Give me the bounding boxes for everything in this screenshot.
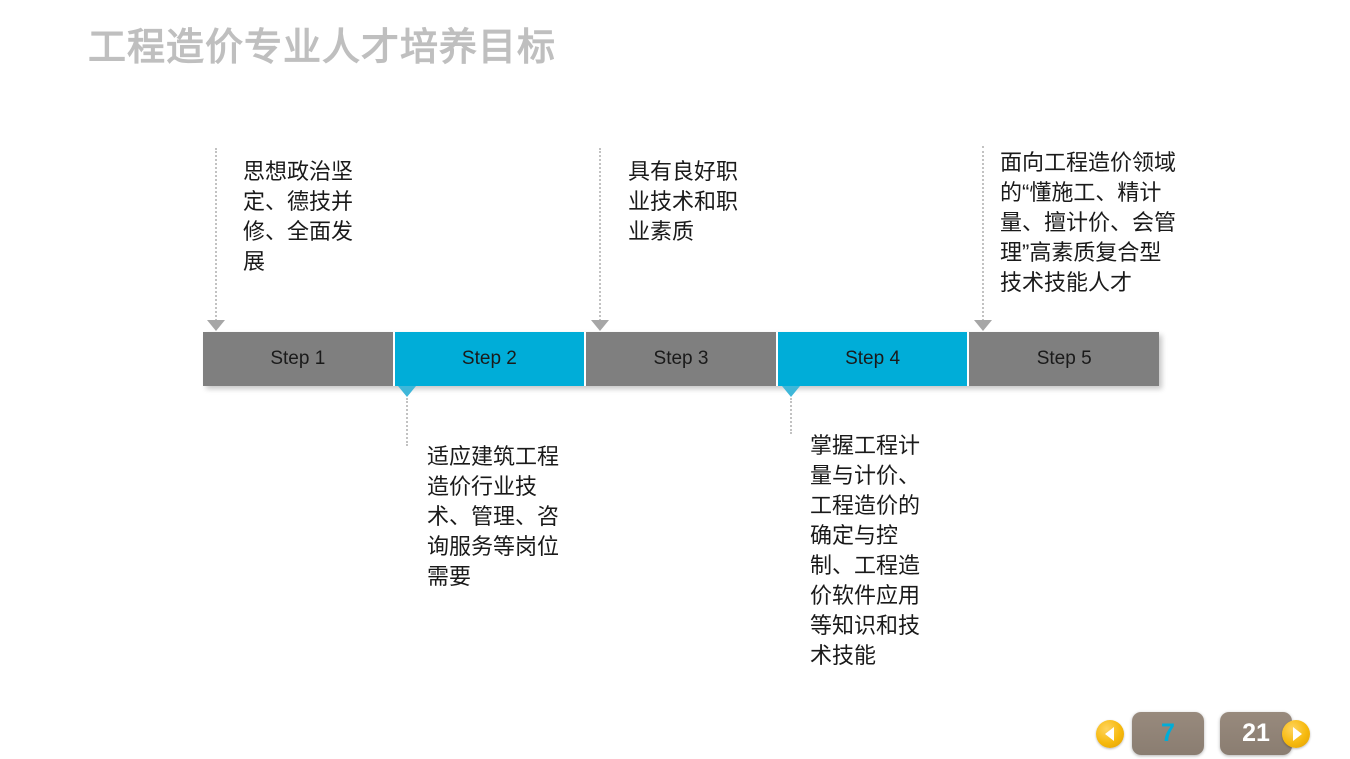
chevron-left-icon bbox=[1104, 727, 1114, 741]
connector-arrow-step-3 bbox=[591, 320, 609, 331]
next-page-button[interactable] bbox=[1282, 720, 1310, 748]
step-block-2[interactable]: Step 2 bbox=[394, 332, 587, 386]
step-block-5[interactable]: Step 5 bbox=[969, 332, 1159, 386]
connector-line-step-1 bbox=[215, 148, 217, 325]
connector-line-step-3 bbox=[599, 148, 601, 325]
connector-arrow-step-5 bbox=[974, 320, 992, 331]
step-bar: Step 1 Step 2 Step 3 Step 4 Step 5 bbox=[203, 332, 1159, 386]
callout-step-2-text: 适应建筑工程造价行业技术、管理、咨询服务等岗位需要 bbox=[427, 444, 560, 589]
connector-line-step-2 bbox=[406, 398, 408, 446]
previous-page-button[interactable] bbox=[1096, 720, 1124, 748]
callout-step-1-text: 思想政治坚定、德技并修、全面发展 bbox=[243, 159, 354, 274]
connector-line-step-5 bbox=[982, 146, 984, 325]
step-block-3[interactable]: Step 3 bbox=[586, 332, 778, 386]
chevron-right-icon bbox=[1292, 727, 1302, 741]
connector-arrow-step-1 bbox=[207, 320, 225, 331]
connector-arrow-step-2 bbox=[398, 386, 416, 397]
total-pages-indicator: 21 bbox=[1220, 712, 1292, 755]
connector-arrow-step-4 bbox=[782, 386, 800, 397]
callout-step-5-text: 面向工程造价领域的“懂施工、精计量、擅计价、会管理”高素质复合型技术技能人才 bbox=[1000, 150, 1177, 295]
page-title: 工程造价专业人才培养目标 bbox=[88, 27, 557, 69]
connector-line-step-4 bbox=[790, 398, 792, 434]
step-block-4[interactable]: Step 4 bbox=[777, 332, 970, 386]
current-page-indicator: 7 bbox=[1132, 712, 1204, 755]
callout-step-3-text: 具有良好职业技术和职业素质 bbox=[628, 159, 739, 244]
callout-step-4-text: 掌握工程计量与计价、工程造价的确定与控制、工程造价软件应用等知识和技术技能 bbox=[810, 433, 921, 668]
step-block-1[interactable]: Step 1 bbox=[203, 332, 395, 386]
pagination-controls: 7 21 bbox=[1092, 712, 1314, 756]
